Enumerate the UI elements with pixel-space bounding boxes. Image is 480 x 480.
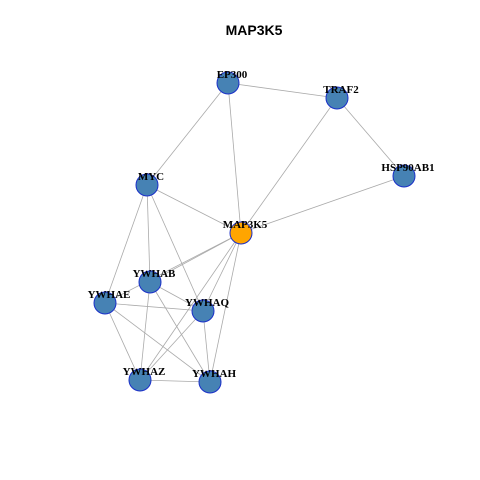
node-label-ywhah: YWHAH: [192, 368, 236, 380]
edge-map3k5-ywhah: [209, 232, 242, 383]
node-label-myc: MYC: [138, 171, 164, 183]
node-label-ep300: EP300: [217, 69, 248, 81]
node-ywhae: [93, 291, 117, 315]
edge-myc-ywhae: [104, 184, 148, 304]
edge-ywhaz-ywhah: [139, 379, 211, 383]
edge-ywhae-ywhaq: [104, 302, 204, 312]
node-label-ywhaq: YWHAQ: [185, 297, 229, 309]
edge-traf2-map3k5: [240, 97, 338, 234]
node-label-ywhae: YWHAE: [88, 289, 131, 301]
node-ep300: [216, 71, 240, 95]
node-ywhaz: [128, 368, 152, 392]
edge-ywhae-ywhah: [104, 302, 211, 383]
edge-myc-ywhaq: [146, 184, 204, 312]
edge-map3k5-ywhaz: [139, 232, 242, 381]
node-ywhaq: [191, 299, 215, 323]
edge-ywhab-ywhah: [149, 281, 211, 383]
edge-ywhaq-ywhaz: [139, 310, 204, 381]
edge-map3k5-ywhaq: [202, 232, 242, 312]
edge-myc-map3k5: [146, 184, 242, 234]
node-layer: [93, 71, 416, 394]
node-label-hsp90ab1: HSP90AB1: [381, 162, 434, 174]
edge-ep300-traf2: [227, 82, 338, 99]
node-label-ywhab: YWHAB: [133, 268, 176, 280]
node-label-traf2: TRAF2: [323, 84, 359, 96]
edge-ywhaq-ywhah: [202, 310, 211, 383]
edge-map3k5-ywhae: [104, 232, 242, 304]
edge-ywhab-ywhaz: [139, 281, 151, 381]
edge-ep300-map3k5: [227, 82, 242, 234]
node-traf2: [325, 86, 349, 110]
node-ywhah: [198, 370, 222, 394]
edge-hsp90ab1-map3k5: [240, 175, 405, 234]
node-hsp90ab1: [392, 164, 416, 188]
node-myc: [135, 173, 159, 197]
edge-layer: [104, 82, 405, 383]
node-map3k5: [229, 221, 253, 245]
node-label-map3k5: MAP3K5: [223, 219, 268, 231]
edge-traf2-hsp90ab1: [336, 97, 405, 177]
node-label-ywhaz: YWHAZ: [123, 366, 166, 378]
edge-ywhae-ywhaz: [104, 302, 141, 381]
edge-ep300-myc: [146, 82, 229, 186]
diagram-title: MAP3K5: [226, 22, 283, 38]
edge-myc-ywhab: [146, 184, 151, 283]
node-ywhab: [138, 270, 162, 294]
